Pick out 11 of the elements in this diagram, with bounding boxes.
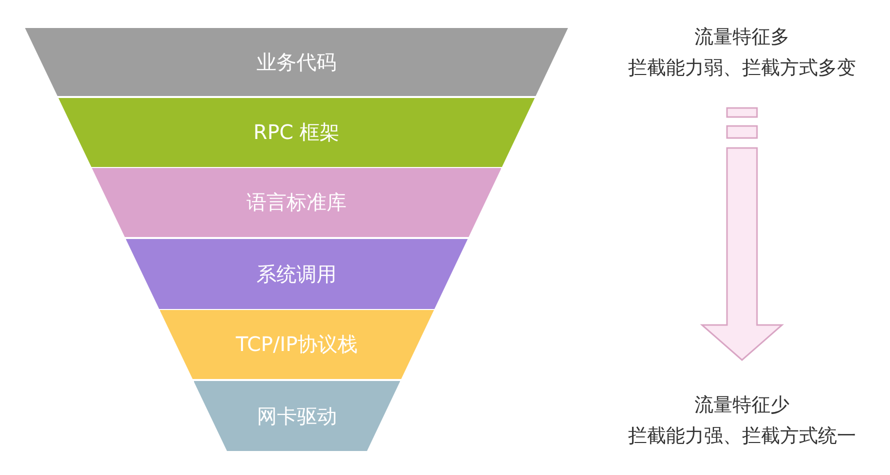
layer-label: 语言标准库 (246, 189, 347, 216)
note-text: 拦截能力弱、拦截方式多变 (628, 56, 856, 81)
layer-label: TCP/IP协议栈 (236, 331, 358, 358)
note-heading: 流量特征少 (694, 393, 790, 418)
layer-label: RPC 框架 (253, 119, 340, 146)
note-text: 拦截能力强、拦截方式统一 (628, 424, 856, 449)
layer-label: 业务代码 (256, 48, 336, 76)
layer-label: 系统调用 (256, 260, 337, 288)
note-heading: 流量特征多 (694, 25, 790, 50)
block-arrow (700, 107, 784, 361)
layer-label: 网卡驱动 (256, 402, 337, 430)
